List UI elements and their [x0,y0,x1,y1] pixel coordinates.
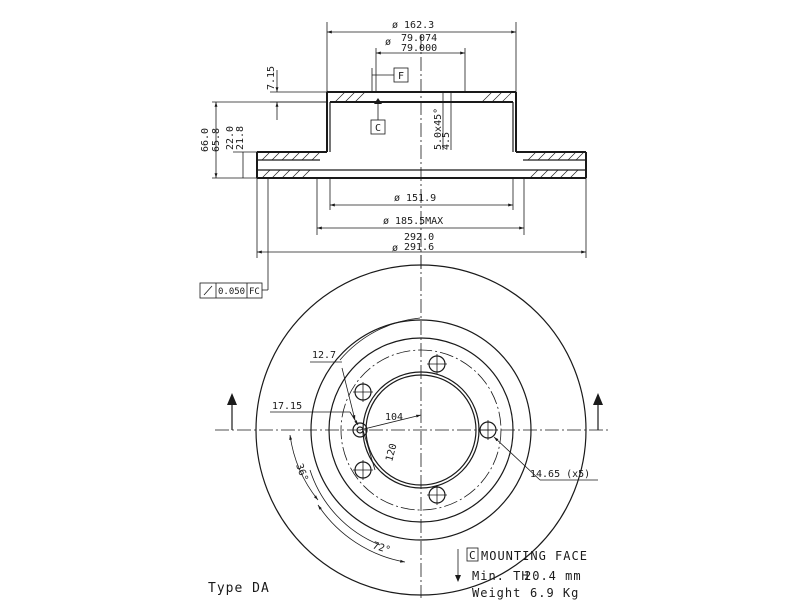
dim-292-prefix: ø [392,243,398,254]
dim-151: ø 151.9 [394,193,436,204]
dim-185: ø 185.5MAX [383,216,443,227]
dim-715: 7.15 [266,66,277,90]
dim-79-upper: 79.074 [401,33,437,44]
note-mounting-face: MOUNTING FACE [481,549,588,563]
section-view: ø 162.3 ø 79.074 79.000 F C 5.0x45° 4.5 … [199,20,587,299]
notes: C MOUNTING FACE Min. TH 20.4 mm Weight 6… [208,547,588,600]
dim-79-prefix: ø [385,37,391,48]
tolerance-value: 0.050 [218,287,245,297]
datum-c: C [375,123,381,134]
ang-36: 36° [293,462,310,483]
type-label: Type DA [208,581,270,596]
dim-162: ø 162.3 [392,20,434,31]
dim-104: 104 [385,412,403,423]
tolerance-ref: FC [249,287,260,297]
dim-220: 22.0 [225,126,236,150]
dim-660: 66.0 [200,128,211,152]
note-mounting-datum: C [469,549,477,562]
dim-1715: 17.15 [272,401,302,412]
note-min-th-value: 20.4 mm [524,569,582,583]
ang-72: 72° [371,540,392,556]
dim-120: 120 [384,442,399,462]
note-min-th-label: Min. TH [472,569,530,583]
datum-f: F [398,71,404,82]
chamfer-a: 5.0x45° [433,108,444,150]
tolerance-frame [199,282,263,299]
bolt-holes [352,354,498,505]
dim-291: 291.6 [404,242,434,253]
dim-79-lower: 79.000 [401,43,437,54]
note-weight-label: Weight [472,586,521,600]
plan-view: 104 120 12.7 17.15 14.65 (x5) 36° 72° [215,255,610,598]
dim-218: 21.8 [235,126,246,150]
dim-658: 65.8 [211,128,222,152]
dim-292: 292.0 [404,232,434,243]
dim-holes: 14.65 (x5) [530,469,590,480]
dim-127: 12.7 [312,350,336,361]
chamfer-b: 4.5 [441,132,452,150]
note-weight-value: 6.9 Kg [530,586,579,600]
